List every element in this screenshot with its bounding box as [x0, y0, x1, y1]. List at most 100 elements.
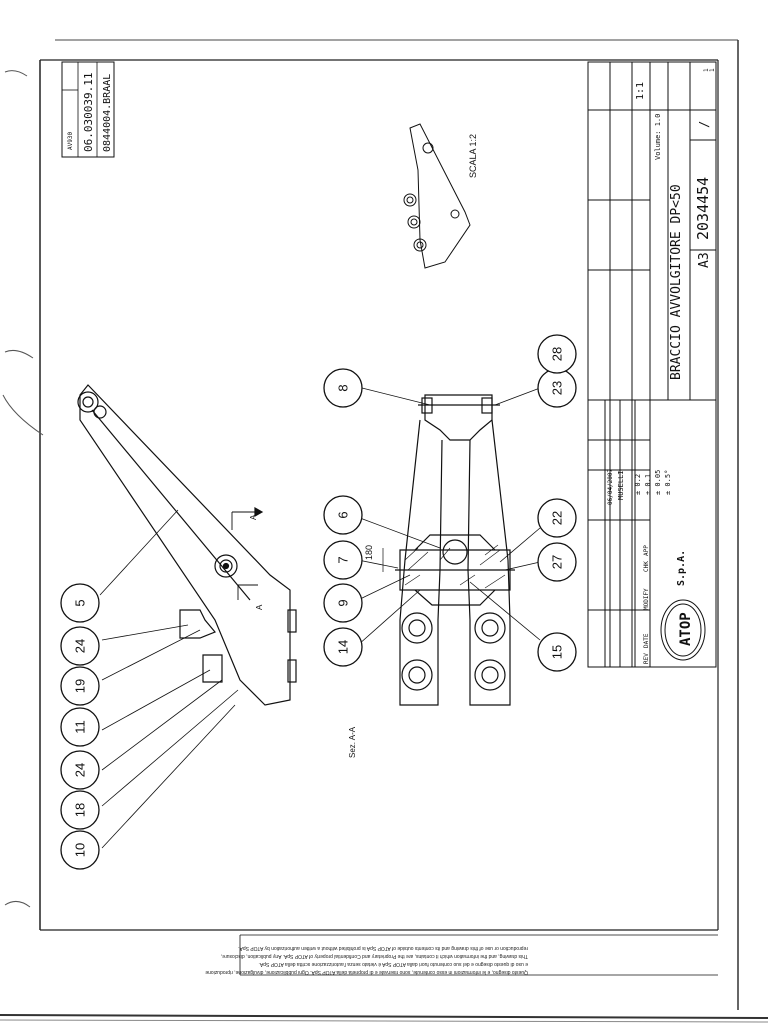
balloon-circle [537, 542, 577, 582]
section-hatching [404, 544, 506, 589]
balloon-label: 9 [336, 599, 351, 606]
balloon-label: 28 [550, 347, 565, 361]
balloon-center-5: 22 [537, 498, 577, 538]
balloon-circle [60, 790, 100, 830]
balloon-center-6: 27 [537, 542, 577, 582]
tolerance-3: ± 0.05 [654, 470, 662, 495]
balloon-label: 11 [73, 720, 88, 734]
balloon-label: 8 [336, 384, 351, 391]
binder-marks [2, 70, 44, 908]
balloon-center-4: 14 [323, 627, 363, 667]
balloon-label: 14 [336, 640, 351, 654]
balloon-group: 5 24 19 11 24 18 10 8 6 7 9 14 22 27 15 23 28 [60, 334, 577, 870]
scale-value: 1:1 [635, 82, 646, 100]
section-view-aa [382, 394, 515, 706]
rev-header-chk: CHK [643, 561, 650, 572]
volume-value: Volume: 1.0 [654, 114, 662, 160]
scan-edge [0, 1014, 768, 1019]
disclaimer-line-2: e uso di questo disegno e del suo conten… [259, 961, 528, 967]
balloon-circle [60, 707, 100, 747]
rev-value: / [697, 121, 711, 128]
balloon-left-2: 19 [60, 666, 100, 706]
balloon-circle [60, 750, 100, 790]
top-code-1: 06.030039.11 [82, 73, 95, 152]
balloon-circle [323, 627, 363, 667]
balloon-circle [323, 495, 363, 535]
iso-detail [403, 123, 471, 269]
center-leaders [357, 387, 541, 646]
balloon-label: 18 [73, 803, 88, 817]
balloon-label: 24 [73, 763, 88, 777]
balloon-left-6: 10 [60, 830, 100, 870]
balloon-label: 22 [550, 511, 565, 525]
balloon-label: 5 [73, 599, 88, 606]
balloon-circle [537, 632, 577, 672]
balloon-center-0: 8 [323, 368, 363, 408]
revision-headers: REV DATE MODIFY CHK APP [643, 545, 650, 664]
balloon-label: 6 [336, 511, 351, 518]
balloon-circle [60, 583, 100, 623]
balloon-center-3: 9 [323, 583, 363, 623]
arm-side-view [77, 384, 297, 706]
tolerance-list: ± 0.2 ± 0.1 ± 0.05 ± 0.5° [634, 470, 672, 495]
left-leaders [99, 509, 239, 849]
balloon-center-7: 15 [537, 632, 577, 672]
drawing-date: 06/04/2007 [607, 468, 614, 505]
balloon-circle [537, 498, 577, 538]
balloon-label: 10 [73, 843, 88, 857]
disclaimer-line-1: Questo disegno, e le informazioni in ess… [205, 969, 528, 975]
detail-scale-label: SCALA 1:2 [468, 134, 478, 178]
balloon-left-0: 5 [60, 583, 100, 623]
title-block [587, 61, 717, 668]
part-number: 2034454 [694, 177, 712, 240]
disclaimer-line-3: This drawing, and the information which … [221, 953, 528, 959]
balloon-label: 19 [73, 679, 88, 693]
designer-name: MUSELLI [617, 470, 625, 500]
atop-logo: ATOP S.p.A. [676, 550, 694, 646]
balloon-left-3: 11 [60, 707, 100, 747]
tolerance-1: ± 0.2 [634, 474, 642, 495]
balloon-center-9: 28 [537, 334, 577, 374]
balloon-label: 15 [550, 645, 565, 659]
rev-header-date: DATE [643, 633, 650, 648]
top-code-box [61, 61, 115, 158]
balloon-circle [323, 368, 363, 408]
balloon-center-8: 23 [537, 368, 577, 408]
rev-header-rev: REV [643, 653, 650, 664]
balloon-center-2: 7 [323, 540, 363, 580]
section-label: Sez. A-A [348, 726, 357, 758]
balloon-label: 7 [336, 556, 351, 563]
sheet-size: A3 [697, 252, 712, 268]
company-suffix: S.p.A. [676, 550, 687, 586]
disclaimer: Questo disegno, e le informazioni in ess… [205, 945, 528, 975]
company-name: ATOP [678, 612, 694, 646]
balloon-circle [60, 830, 100, 870]
top-code-label: AV930 [67, 132, 74, 150]
sheet-value: 1 [703, 68, 710, 72]
balloon-circle [60, 626, 100, 666]
balloon-label: 27 [550, 555, 565, 569]
balloon-left-4: 24 [60, 750, 100, 790]
balloon-left-1: 24 [60, 626, 100, 666]
rev-header-app: APP [643, 545, 650, 556]
balloon-circle [323, 540, 363, 580]
balloon-circle [60, 666, 100, 706]
balloon-label: 23 [550, 381, 565, 395]
dimension-value: 180 [364, 545, 374, 560]
balloon-circle [537, 334, 577, 374]
section-mark-a-2: A [255, 604, 264, 610]
tolerance-4: ± 0.5° [664, 470, 672, 495]
sheet-of-value: 1 [709, 68, 716, 72]
balloon-label: 24 [73, 639, 88, 653]
drawing-title: BRACCIO AVVOLGITORE DP<50 [669, 184, 684, 380]
section-mark-a-1: A [249, 514, 258, 520]
disclaimer-line-4: reproduction or use of this drawing and … [238, 945, 528, 951]
balloon-circle [323, 583, 363, 623]
top-code-2: 0844004.BRAAL [102, 74, 113, 152]
balloon-center-1: 6 [323, 495, 363, 535]
rev-header-modify: MODIFY [643, 588, 650, 610]
balloon-left-5: 18 [60, 790, 100, 830]
tolerance-2: ± 0.1 [644, 474, 652, 495]
